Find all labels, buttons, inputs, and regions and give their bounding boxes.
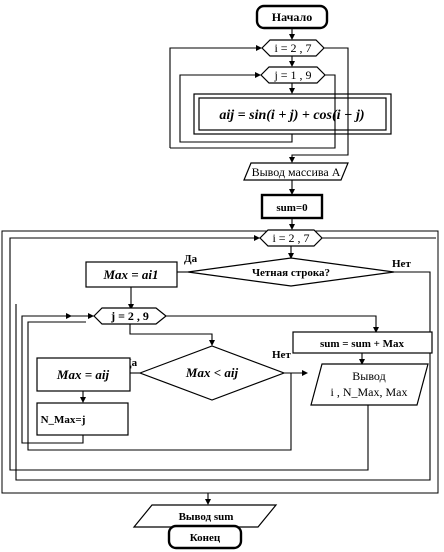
connector: [129, 324, 213, 343]
n-max-label: N_Max=j: [41, 414, 86, 426]
sum-update-label: sum = sum + Max: [320, 338, 405, 350]
arrow-head: [373, 327, 379, 333]
arrow-head: [359, 359, 365, 365]
no-label-2: Нет: [272, 349, 291, 361]
arrow-head: [254, 235, 260, 241]
loop-i-outer-label: i = 2 , 7: [274, 41, 311, 55]
loop-j-inner-return-2: [21, 315, 84, 444]
arrow-head: [288, 253, 294, 259]
outer-frame: [1, 230, 439, 494]
no-label-1: Нет: [392, 258, 411, 270]
sum-init-label: sum=0: [276, 202, 308, 214]
arrow-head: [289, 189, 295, 195]
output-array: [243, 162, 349, 181]
arrow-head: [66, 313, 72, 319]
arrow-head: [205, 499, 211, 505]
output-row-title: Вывод: [352, 369, 385, 383]
arrow-head: [289, 34, 295, 40]
output-row: [310, 363, 429, 406]
max-aij-box: [36, 357, 131, 392]
output-array-label: Вывод массива А: [252, 165, 341, 179]
arrow-head: [289, 157, 295, 163]
arrow-head: [88, 313, 94, 319]
loop-j-inner-return: [27, 321, 292, 451]
arrow-head: [128, 304, 134, 310]
loop-j-inner-label: j = 2 , 9: [110, 309, 149, 323]
arrow-head: [80, 397, 86, 403]
formula-label: aij = sin(i + j) + cos(i − j): [219, 108, 364, 123]
arrow-head: [209, 340, 215, 346]
condition-max-label: Max < aij: [185, 365, 239, 380]
arrow-head: [255, 72, 261, 78]
loop-i-inner-return: [9, 237, 369, 471]
end-label: Конец: [190, 532, 221, 544]
loop-j-outer-return: [179, 74, 293, 143]
loop-i-outer-return: [169, 47, 259, 148]
arrow-head: [302, 370, 308, 376]
output-row-vars: i , N_Max, Max: [331, 385, 408, 399]
loop-i-inner-label: i = 2 , 7: [272, 231, 309, 245]
arrow-head: [289, 88, 295, 94]
start-label: Начало: [272, 10, 312, 24]
end-terminator: [167, 524, 243, 550]
loop-i-outer-exit: [291, 47, 349, 160]
arrow-head: [256, 45, 262, 51]
branch-no-1: [15, 271, 431, 481]
loop-j-inner-exit: [166, 315, 377, 330]
yes-label-1: Да: [184, 253, 198, 265]
formula-box-inner: [198, 97, 387, 131]
loop-j-outer-exit: [170, 74, 336, 149]
max-ai1-label: Max = ai1: [102, 267, 158, 282]
arrow-head: [289, 61, 295, 67]
max-aij-label: Max = aij: [56, 367, 110, 382]
condition-even-label: Четная строка?: [252, 267, 330, 279]
loop-j-outer-label: j = 1 , 9: [273, 68, 311, 82]
arrow-head: [289, 224, 295, 230]
output-sum-label: Вывод sum: [179, 511, 234, 523]
